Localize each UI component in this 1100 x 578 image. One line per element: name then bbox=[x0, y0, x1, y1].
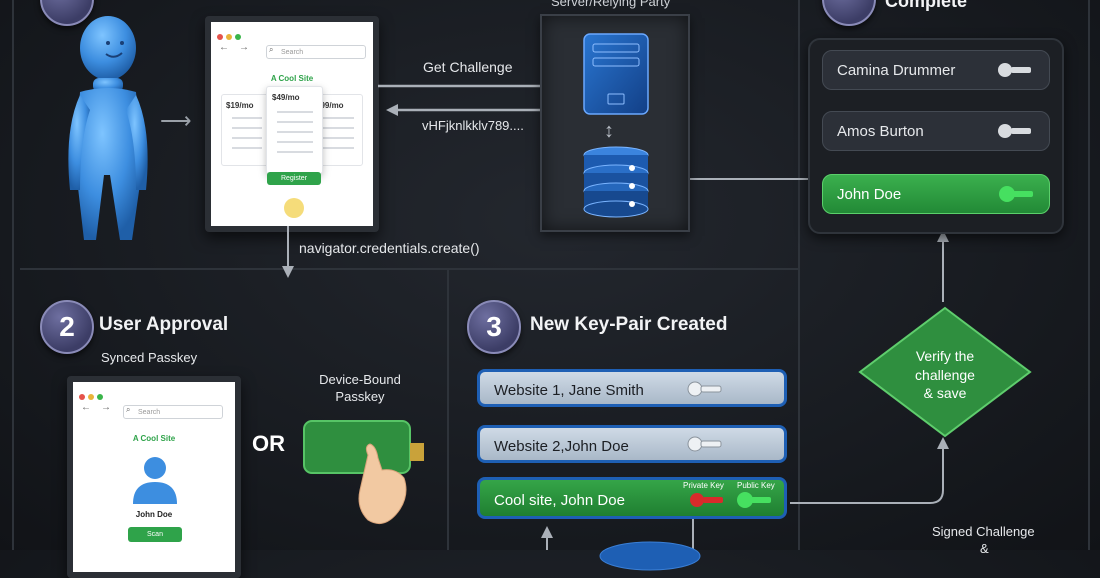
key-pair-label: Website 1, Jane Smith bbox=[494, 382, 644, 399]
key-pair-website-2[interactable]: Website 2,John Doe bbox=[477, 425, 787, 463]
device-bound-label-2: Passkey bbox=[335, 389, 385, 404]
key-icon bbox=[687, 436, 722, 452]
private-key-icon bbox=[690, 493, 723, 507]
divider-vertical-far-right bbox=[1088, 0, 1090, 550]
search-icon: ⌕ bbox=[126, 405, 131, 414]
divider-vertical-middle bbox=[447, 270, 449, 550]
key-pair-website-1[interactable]: Website 1, Jane Smith bbox=[477, 369, 787, 407]
back-icon[interactable]: ← bbox=[219, 42, 229, 53]
database-icon bbox=[583, 146, 649, 218]
verify-text-3: & save bbox=[923, 385, 967, 401]
signed-challenge-amp: & bbox=[980, 541, 989, 556]
flow-arrows bbox=[282, 80, 949, 550]
challenge-value-label: vHFjknlkklv789.... bbox=[422, 118, 524, 133]
verify-text-2: challenge bbox=[915, 367, 975, 383]
divider-horizontal bbox=[20, 268, 798, 270]
synced-passkey-label: Synced Passkey bbox=[101, 350, 198, 365]
user-name: Amos Burton bbox=[837, 123, 924, 140]
user-item-amos[interactable]: Amos Burton bbox=[822, 111, 1050, 151]
key-pair-label: Cool site, John Doe bbox=[494, 492, 625, 509]
site-title: A Cool Site bbox=[270, 74, 314, 83]
user-figure-icon bbox=[68, 16, 148, 240]
price-premium: $99/mo bbox=[316, 101, 344, 110]
price-card-basic[interactable]: $19/mo bbox=[221, 94, 271, 166]
verify-text-1: Verify the bbox=[915, 348, 975, 364]
database-icon bbox=[599, 541, 701, 571]
back-icon[interactable]: ← bbox=[81, 402, 91, 413]
complete-title: Complete bbox=[885, 0, 968, 11]
scan-button[interactable]: Scan bbox=[128, 527, 182, 542]
price-pro: $49/mo bbox=[272, 93, 300, 102]
divider-vertical-left bbox=[12, 0, 14, 550]
user-name: John Doe bbox=[135, 510, 173, 519]
arrow-right-icon: ⟶ bbox=[160, 108, 192, 133]
public-key-icon bbox=[737, 492, 771, 508]
private-key-label: Private Key bbox=[683, 481, 724, 490]
key-pair-label: Website 2,John Doe bbox=[494, 438, 629, 455]
search-input[interactable]: Search bbox=[123, 405, 223, 419]
key-pair-icons bbox=[599, 381, 771, 571]
user-name: Camina Drummer bbox=[837, 62, 956, 79]
fingerprint-icon bbox=[284, 198, 304, 218]
user-key-icons bbox=[998, 63, 1033, 202]
forward-icon[interactable]: → bbox=[101, 402, 111, 413]
search-input[interactable]: Search bbox=[266, 45, 366, 59]
server-title: Server/Relying Party bbox=[551, 0, 671, 9]
user-name: John Doe bbox=[837, 186, 902, 203]
security-key-icon bbox=[303, 420, 424, 525]
window-dots bbox=[217, 27, 244, 45]
step-badge-2: 2 bbox=[40, 300, 94, 354]
forward-icon[interactable]: → bbox=[239, 42, 249, 53]
price-basic: $19/mo bbox=[226, 101, 254, 110]
price-card-pro[interactable]: $49/mo bbox=[266, 86, 323, 174]
get-challenge-label: Get Challenge bbox=[423, 59, 513, 75]
server-icon bbox=[583, 33, 649, 115]
window-dots bbox=[79, 387, 106, 405]
sync-arrow-icon: ↕ bbox=[604, 120, 614, 142]
search-icon: ⌕ bbox=[269, 45, 274, 54]
key-icon bbox=[687, 381, 722, 397]
divider-vertical-right bbox=[798, 0, 800, 550]
site-title: A Cool Site bbox=[132, 434, 176, 443]
or-label: OR bbox=[252, 431, 285, 456]
public-key-label: Public Key bbox=[737, 481, 775, 490]
credentials-create-label: navigator.credentials.create() bbox=[299, 240, 480, 256]
step2-title: User Approval bbox=[99, 314, 229, 335]
key-pair-cool-site[interactable]: Cool site, John Doe bbox=[477, 477, 787, 519]
key-icon bbox=[998, 63, 1031, 77]
register-button[interactable]: Register bbox=[267, 172, 321, 185]
signed-challenge-label: Signed Challenge bbox=[932, 524, 1035, 539]
device-bound-label-1: Device-Bound bbox=[319, 372, 401, 387]
key-icon bbox=[999, 186, 1033, 202]
verify-diamond bbox=[858, 306, 1032, 438]
browser-window-register: ← → Search ⌕ A Cool Site $19/mo $99/mo $… bbox=[205, 16, 379, 232]
key-icon bbox=[998, 124, 1031, 138]
step3-title: New Key-Pair Created bbox=[530, 314, 728, 335]
step-badge-3: 3 bbox=[467, 300, 521, 354]
avatar-icon bbox=[133, 457, 177, 504]
